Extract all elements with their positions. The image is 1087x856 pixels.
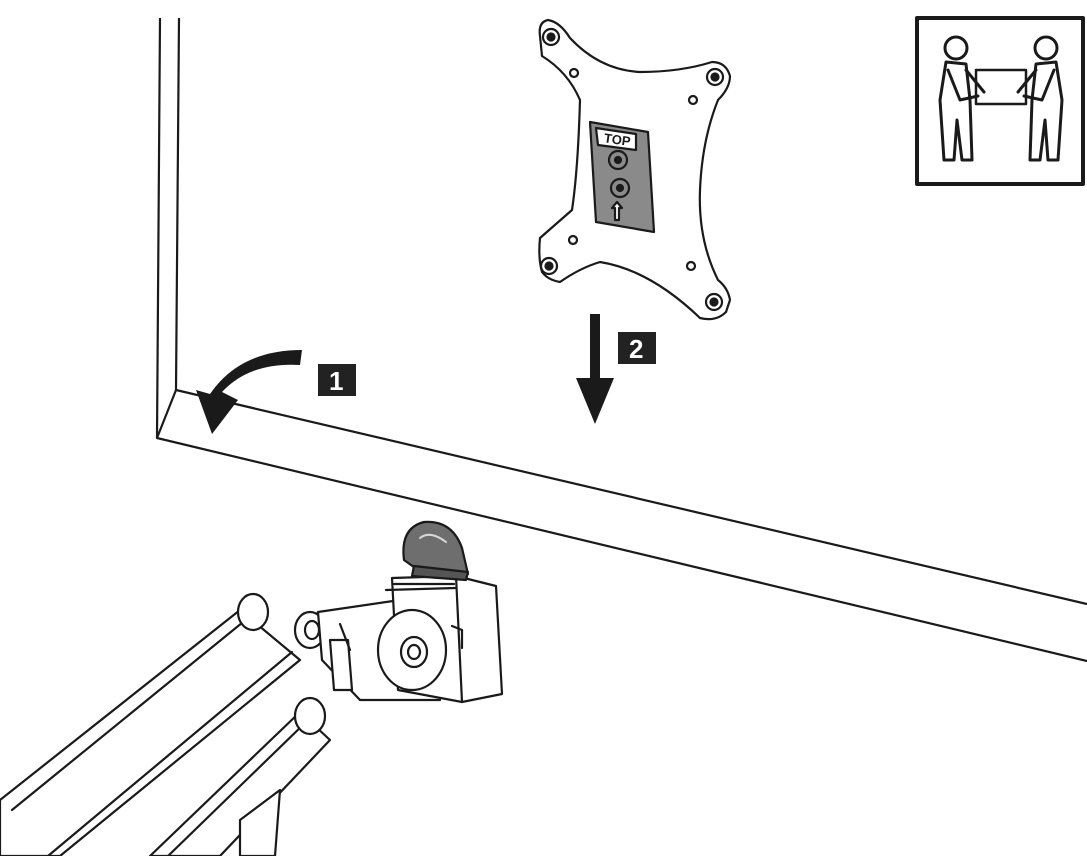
curved-arrow-icon xyxy=(196,350,302,434)
vesa-plate xyxy=(538,18,732,321)
step-1-number: 1 xyxy=(329,366,343,396)
plate-top-label: TOP xyxy=(603,130,632,149)
monitor-panel xyxy=(155,17,1087,663)
step-1-badge: 1 xyxy=(318,364,356,396)
latch-block xyxy=(588,120,656,234)
step-2-badge: 2 xyxy=(618,332,656,364)
step-2-number: 2 xyxy=(629,334,643,364)
down-arrow-icon xyxy=(576,314,614,424)
two-person-lift-icon xyxy=(915,16,1085,186)
monitor-arm xyxy=(0,520,504,856)
release-knob xyxy=(402,520,470,576)
